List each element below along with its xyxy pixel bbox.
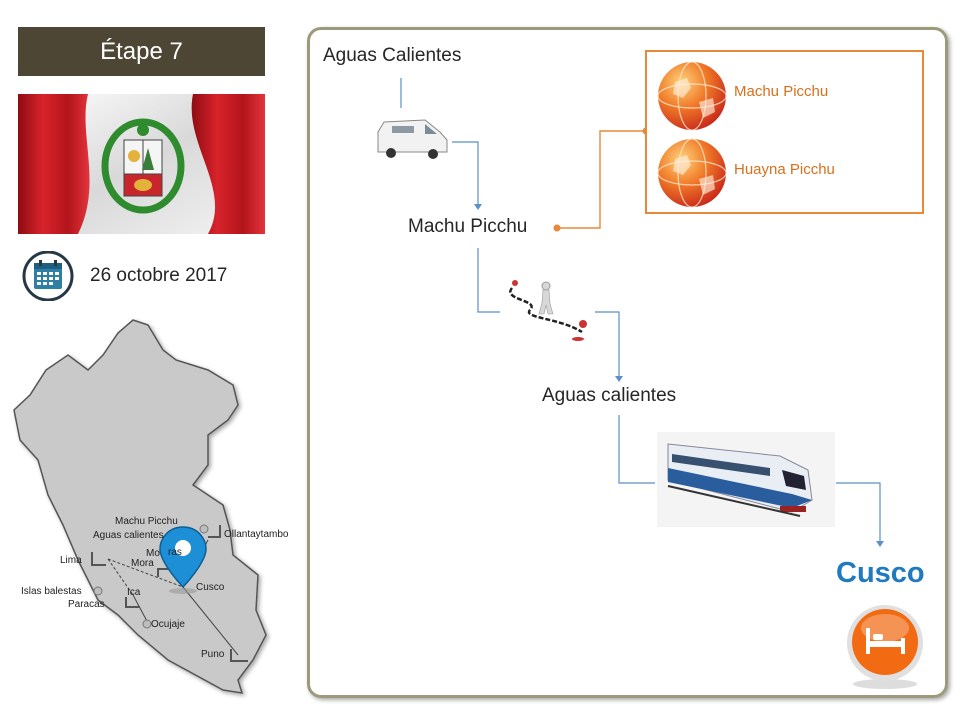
- sites-visited-box: Machu Picchu Huayna Picchu: [645, 50, 924, 214]
- globe-icon: [657, 138, 727, 208]
- itinerary-stop-aguas-calientes: Aguas calientes: [542, 385, 677, 406]
- date-row: 26 octobre 2017: [20, 251, 227, 301]
- map-label-paracas: Paracas: [68, 599, 105, 610]
- map-label-moray-c: Mora: [131, 558, 154, 569]
- map-label-ica: Ica: [127, 587, 141, 598]
- globe-icon: [657, 61, 727, 131]
- peru-flag-image: [18, 94, 265, 234]
- site-huayna-picchu: Huayna Picchu: [734, 161, 835, 178]
- stage-header: Étape 7: [18, 27, 265, 76]
- map-label-puno: Puno: [201, 649, 225, 660]
- site-machu-picchu: Machu Picchu: [734, 83, 829, 100]
- map-label-moray-b: ras: [168, 547, 182, 558]
- itinerary-panel: [307, 27, 948, 698]
- map-label-machu-picchu: Machu Picchu: [115, 516, 178, 527]
- itinerary-destination: Cusco: [836, 557, 925, 589]
- map-label-lima: Lima: [60, 555, 82, 566]
- location-pin-icon: [159, 526, 207, 594]
- coat-of-arms-icon: [101, 118, 185, 214]
- map-label-ollantaytambo: Ollantaytambo: [224, 529, 289, 540]
- map-label-moray-a: Mo: [146, 548, 160, 559]
- map-label-aguas-calientes: Aguas calientes: [93, 530, 164, 541]
- map-label-ocujaje: Ocujaje: [151, 619, 185, 630]
- map-label-islas-balestas: Islas balestas: [21, 586, 82, 597]
- peru-outline: [13, 319, 267, 694]
- itinerary-start: Aguas Calientes: [323, 45, 462, 66]
- itinerary-stop-machu-picchu: Machu Picchu: [408, 216, 528, 237]
- stage-title: Étape 7: [100, 37, 183, 65]
- calendar-icon: [22, 251, 74, 301]
- peru-route-map: Machu Picchu Aguas calientes Ollantaytam…: [8, 315, 308, 715]
- travel-date: 26 octobre 2017: [90, 265, 228, 286]
- map-label-cusco: Cusco: [196, 582, 225, 593]
